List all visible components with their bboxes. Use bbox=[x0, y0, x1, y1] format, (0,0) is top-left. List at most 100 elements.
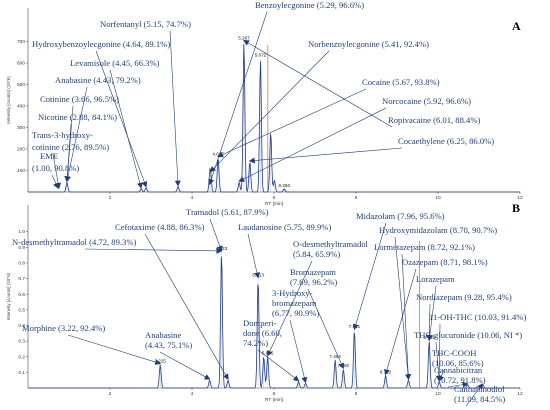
compound-annotation: Midazolam (7.96, 95.6%) bbox=[356, 211, 445, 221]
x-axis-label: RT [min] bbox=[265, 201, 283, 207]
compound-annotation: bromazepam bbox=[272, 298, 317, 308]
compound-annotation: Laudanosine (5.75, 89.9%) bbox=[238, 222, 331, 232]
compound-annotation: Cannabicitran bbox=[434, 365, 483, 375]
annotation-arrow bbox=[95, 50, 148, 188]
annotation-arrow bbox=[267, 260, 313, 357]
compound-annotation: THC-COOH bbox=[432, 348, 476, 358]
compound-annotation: cotinine (2.76, 89.5%) bbox=[32, 142, 109, 152]
y-tick-label: 0.7 bbox=[18, 276, 25, 282]
y-tick-label: 0.9 bbox=[18, 245, 25, 251]
x-tick-label: 6 bbox=[273, 391, 276, 397]
annotation-arrow bbox=[465, 383, 484, 407]
y-tick-label: 600 bbox=[17, 61, 25, 67]
compound-annotation: (10.72, 91.8%) bbox=[434, 375, 486, 385]
y-tick-label: 200 bbox=[17, 147, 25, 153]
compound-annotation: Trans-3-hydroxy- bbox=[32, 130, 93, 140]
annotation-arrow bbox=[247, 233, 260, 279]
x-axis-label: RT [min] bbox=[265, 397, 283, 403]
annotation-arrow bbox=[159, 351, 211, 380]
annotation-arrow bbox=[65, 86, 88, 183]
compound-annotation: Bromazepam bbox=[290, 267, 336, 277]
compound-annotation: Cotinine (3.66, 96.5%) bbox=[40, 94, 119, 104]
annotation-arrow bbox=[307, 288, 345, 370]
peak-rt-label: 5.613 bbox=[252, 273, 264, 278]
y-axis-label: Intensity [counts] (10^6) bbox=[6, 272, 11, 320]
annotation-arrow bbox=[436, 323, 443, 382]
compound-annotation: Domperi- bbox=[243, 318, 277, 328]
compound-annotation: 74.2%) bbox=[243, 338, 268, 348]
annotation-arrow bbox=[209, 50, 330, 173]
compound-annotation: N-desmethyltramadol (4.72, 89.3%) bbox=[12, 237, 136, 247]
y-tick-label: 0.5 bbox=[18, 307, 25, 313]
annotation-arrow bbox=[435, 341, 442, 382]
chromatogram-trace bbox=[28, 256, 520, 389]
compound-annotation: Morphine (3.22, 92.4%) bbox=[22, 323, 105, 333]
peak-rt-label: 5.267 bbox=[238, 36, 250, 41]
compound-annotation: Cannabinodiol bbox=[454, 384, 505, 394]
compound-annotation: Anabasine (4.43, 79.2%) bbox=[55, 75, 141, 85]
x-tick-label: 4 bbox=[191, 391, 194, 397]
compound-annotation: Cocaine (5.67, 93.8%) bbox=[362, 77, 440, 87]
peak-rt-label: 4.637 bbox=[212, 152, 224, 157]
x-tick-label: 8 bbox=[355, 195, 358, 201]
y-axis-label: Intensity [counts] (10^6) bbox=[6, 76, 11, 124]
x-tick-label: 12 bbox=[517, 391, 523, 397]
y-tick-label: 700 bbox=[17, 39, 25, 45]
x-tick-label: 2 bbox=[109, 195, 112, 201]
compound-annotation: Cocaethylene (6.25, 86.0%) bbox=[398, 136, 494, 146]
x-tick-label: 12 bbox=[517, 195, 523, 201]
compound-annotation: (6.77, 90.9%) bbox=[272, 308, 319, 318]
annotation-arrow bbox=[51, 174, 59, 189]
compound-annotation: (4.43, 75.1%) bbox=[145, 340, 192, 350]
compound-annotation: Norbenzoylecgonine (5.41, 92.4%) bbox=[308, 39, 429, 49]
annotation-arrow bbox=[243, 39, 393, 128]
compound-annotation: Ropivacaine (6.01, 88.4%) bbox=[388, 115, 480, 125]
annotation-arrow bbox=[169, 30, 181, 187]
y-tick-label: 100 bbox=[17, 168, 25, 174]
peak-rt-label: 3.225 bbox=[154, 359, 166, 364]
y-tick-label: 0.3 bbox=[18, 339, 25, 345]
annotation-arrow bbox=[438, 369, 445, 382]
annotation-arrow bbox=[84, 247, 223, 254]
compound-annotation: Ozazepam (8.71, 98.1%) bbox=[402, 257, 488, 267]
compound-annotation: 3-Hydroxy- bbox=[272, 288, 313, 298]
compound-annotation: Norfentanyl (5.15, 74.7%) bbox=[100, 19, 191, 29]
annotation-arrow bbox=[64, 123, 72, 183]
peak-rt-label: 4.723 bbox=[216, 246, 228, 251]
y-tick-label: 1.0 bbox=[18, 229, 25, 235]
compound-annotation: Anabasine bbox=[145, 330, 181, 340]
annotation-arrow bbox=[426, 303, 433, 342]
annotation-arrow bbox=[209, 218, 223, 252]
y-tick-label: 0.1 bbox=[18, 370, 25, 376]
annotation-arrow bbox=[401, 253, 412, 381]
y-tick-label: 0.6 bbox=[18, 292, 25, 298]
compound-annotation: 11-OH-THC (10.03, 91.4%) bbox=[429, 312, 526, 322]
compound-annotation: Nicotine (2.88, 84.1%) bbox=[38, 112, 117, 122]
annotation-arrow bbox=[144, 233, 229, 381]
compound-annotation: Hydroxymidazolam (8.70, 90.7%) bbox=[379, 225, 497, 235]
y-tick-label: 0.4 bbox=[18, 323, 25, 329]
x-tick-label: 10 bbox=[435, 195, 441, 201]
annotation-arrow bbox=[109, 69, 143, 189]
y-tick-label: 0.2 bbox=[18, 354, 25, 360]
peak-rt-label: 5.672 bbox=[255, 53, 267, 58]
annotation-arrow bbox=[67, 334, 162, 365]
chromatogram-trace bbox=[28, 44, 520, 193]
compound-annotation: THC-glucuronide (10.06, NI *) bbox=[414, 330, 522, 340]
peak-rt-label: 6.250 bbox=[279, 183, 291, 188]
panel-b-letter: B bbox=[512, 201, 520, 215]
compound-annotation: Lorazepam bbox=[416, 274, 455, 284]
compound-annotation: Nordiazepam (9.28, 95.4%) bbox=[416, 292, 512, 302]
compound-annotation: Cefotaxime (4.88, 86.3%) bbox=[115, 222, 205, 232]
compound-annotation: O-desmethyltramadol bbox=[293, 239, 369, 249]
annotation-arrow bbox=[352, 222, 387, 331]
compound-annotation: (7.69, 96.2%) bbox=[290, 277, 337, 287]
x-tick-label: 4 bbox=[191, 195, 194, 201]
compound-annotation: (11.09, 84.5%) bbox=[454, 394, 505, 404]
peak-rt-label: 7.492 bbox=[329, 354, 341, 359]
annotation-arrow bbox=[257, 349, 300, 382]
annotation-arrow bbox=[384, 268, 417, 376]
annotation-arrow bbox=[289, 319, 308, 384]
panel-a-letter: A bbox=[512, 19, 521, 33]
